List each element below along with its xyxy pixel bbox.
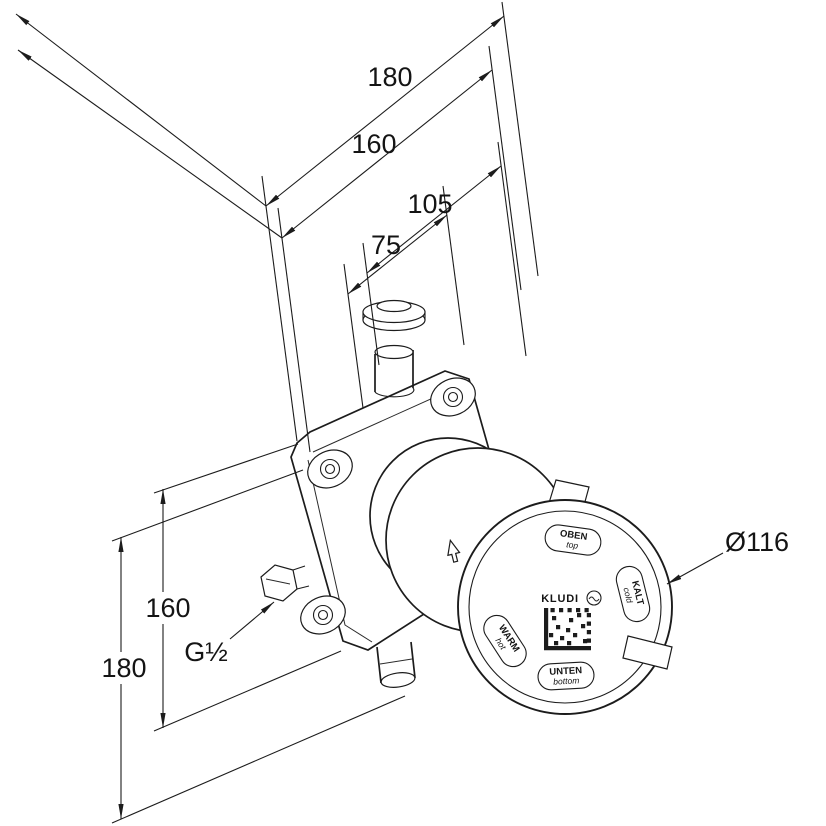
- cap-side-tab: [622, 635, 673, 670]
- cap-label-en: cold: [621, 586, 635, 604]
- screw-hole: [312, 604, 334, 626]
- protection-cap: [457, 499, 673, 715]
- extension-line-v180-bottom: [111, 695, 406, 824]
- cap-label-en: top: [566, 539, 579, 551]
- logo-circle: [586, 590, 602, 606]
- label-oval: [544, 524, 602, 556]
- inlet-connector-lines: [292, 565, 310, 590]
- dim-label-height-inner: 160: [145, 593, 190, 623]
- dim-label-depth-inner: 75: [371, 230, 401, 260]
- dim-label-depth-total: 105: [407, 189, 452, 219]
- dimension-layer: 180 160 105 75 160 180 G½ Ø116: [15, 1, 789, 824]
- thread-label: G½: [184, 637, 228, 667]
- plaster-plug-dome: [362, 299, 426, 332]
- valve-assembly: OBEN top KALT cold WARM hot UNTEN bottom…: [260, 299, 673, 715]
- stem-top: [374, 344, 414, 360]
- leader-line-diameter: [666, 552, 724, 585]
- screw-lug-top-right: [430, 377, 476, 417]
- screw-lug-boss: [300, 595, 346, 635]
- extension-line-75-left: [343, 263, 364, 409]
- leader-line-thread: [229, 601, 275, 640]
- reference-leader-160: [17, 49, 283, 239]
- extension-line-180-left: [261, 175, 298, 442]
- screw-hole: [442, 386, 464, 408]
- screw-hole: [319, 458, 341, 480]
- extension-line-180-right: [501, 1, 539, 277]
- data-matrix-code: [544, 608, 591, 651]
- stem-sides: [374, 350, 414, 392]
- extension-line-160-left: [277, 207, 311, 453]
- dim-label-width-outer: 180: [367, 62, 412, 92]
- screw-lug-boss: [430, 377, 476, 417]
- dome-cap: [376, 299, 412, 313]
- screw-lug-top-left: [307, 449, 353, 489]
- cap-label-de: OBEN: [559, 528, 588, 543]
- reference-leader-180: [15, 13, 267, 207]
- bottom-outlet: [376, 641, 416, 688]
- label-oval: [615, 565, 651, 623]
- screw-lug-bottom-left: [300, 595, 346, 635]
- inlet-hex-facet: [265, 578, 291, 585]
- dim-label-width-inner: 160: [351, 129, 396, 159]
- brand-text: KLUDI: [541, 593, 579, 605]
- stem-base: [374, 387, 415, 398]
- label-mask-160: [143, 592, 193, 624]
- screw-hole-inner: [324, 463, 336, 475]
- extension-line-v160-bottom: [153, 650, 342, 732]
- bottom-outlet-sides: [376, 641, 416, 684]
- screw-hole-inner: [447, 391, 459, 403]
- cap-label-kalt: KALT cold: [615, 565, 651, 623]
- bottom-outlet-end: [380, 672, 416, 688]
- inlet-hex-outline: [260, 564, 298, 602]
- top-outlet-stem: [374, 344, 415, 398]
- label-oval: [537, 661, 595, 691]
- dim-label-height-outer: 180: [101, 653, 146, 683]
- logo-wave: [588, 596, 600, 602]
- diameter-label: Ø116: [725, 527, 789, 557]
- cap-label-de: UNTEN: [549, 665, 582, 678]
- dimension-line-75: [347, 214, 448, 295]
- dimension-line-160-top: [281, 69, 493, 239]
- extension-line-v160-top: [153, 443, 299, 494]
- label-mask-180: [99, 652, 149, 684]
- screw-lug-boss: [307, 449, 353, 489]
- kludi-logo-icon: [586, 590, 602, 606]
- flow-arrow-icon: [447, 538, 461, 563]
- cap-label-unten: UNTEN bottom: [537, 661, 595, 691]
- bottom-outlet-thread-line: [379, 658, 413, 665]
- inlet-hex-g-half: [260, 564, 310, 602]
- label-oval: [483, 614, 527, 668]
- screw-hole-inner: [317, 609, 329, 621]
- extension-line-v180-top: [111, 469, 304, 542]
- mounting-plate-inner-edge-left: [307, 459, 373, 643]
- cap-label-oben: OBEN top: [544, 524, 602, 556]
- cap-inner-rim: [468, 510, 662, 704]
- cap-label-en: bottom: [553, 675, 579, 686]
